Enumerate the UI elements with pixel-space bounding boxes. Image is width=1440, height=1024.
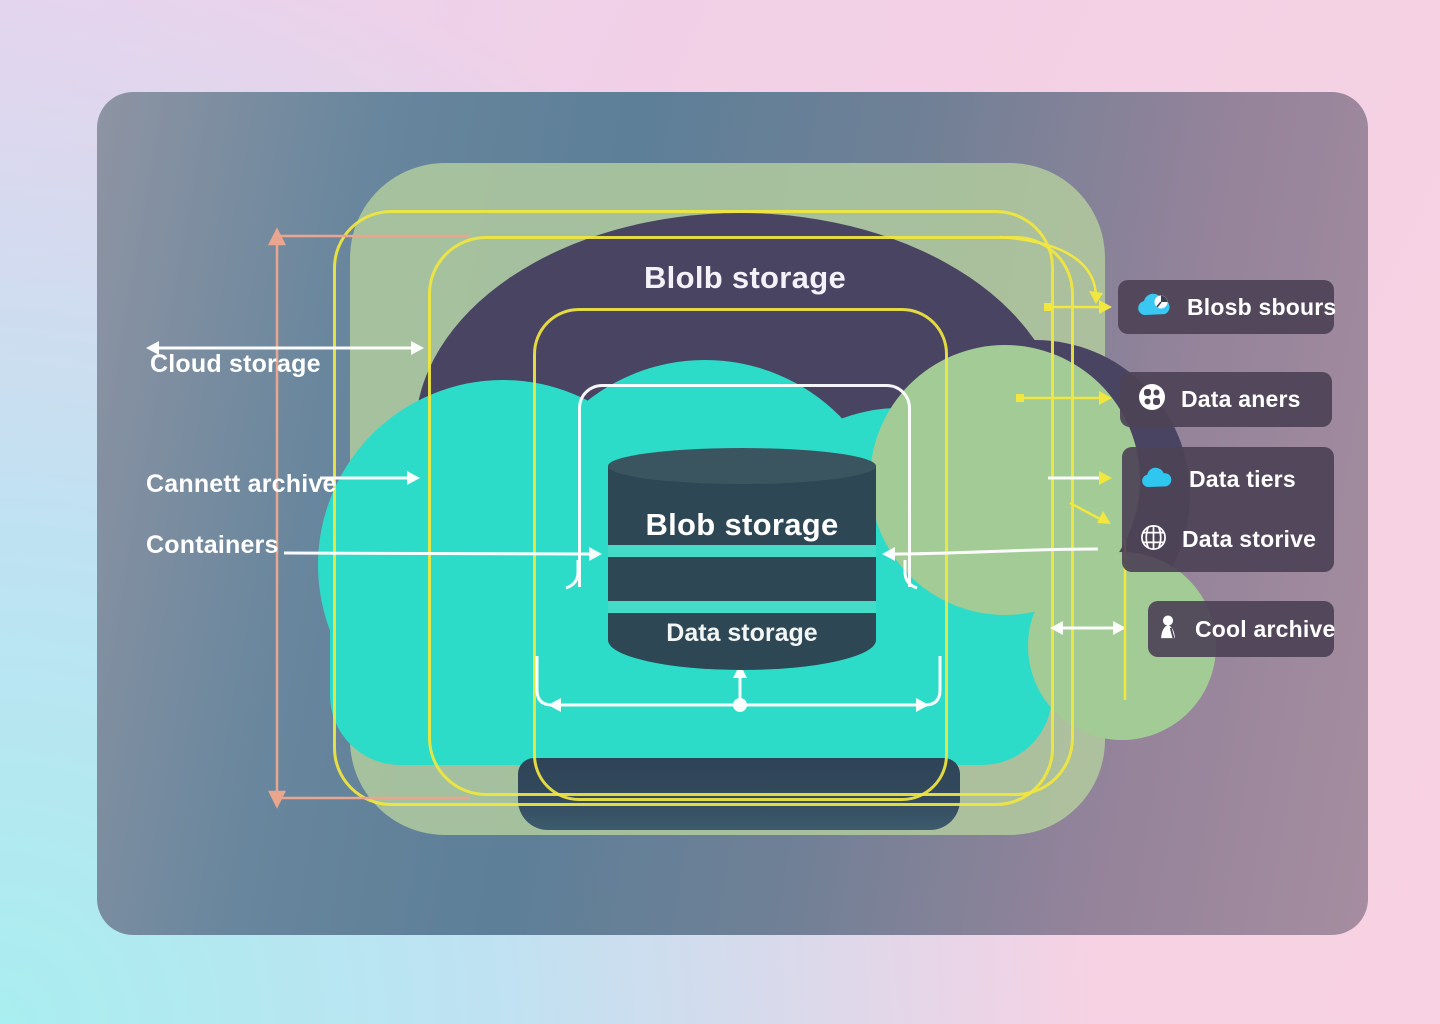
cylinder-stripe: [608, 545, 876, 557]
cylinder-bottom-label: Data storage: [666, 619, 818, 647]
label-cloud-storage: Cloud storage: [150, 350, 321, 378]
legend-item-blosb-sbours: Blosb sbours: [1118, 280, 1337, 334]
cylinder-middle-band: [608, 557, 876, 601]
legend-label: Cool archive: [1195, 615, 1336, 642]
legend-item-data-aners: Data aners: [1120, 372, 1332, 427]
diagram-title: Blolb storage: [644, 260, 846, 295]
legend-item-data-tiers-group: Data tiers Data storive: [1122, 447, 1334, 572]
yellow-frame-outer: [333, 210, 1054, 806]
storage-cylinder: Blob storage Data storage: [608, 448, 876, 670]
legend-item-cool-archive: Cool archive: [1148, 601, 1336, 657]
legend-label: Data tiers: [1189, 466, 1296, 492]
legend-label: Blosb sbours: [1187, 293, 1337, 320]
legend-label: Data aners: [1181, 386, 1301, 412]
cloud-icon: [1140, 466, 1174, 494]
globe-grid-icon: [1140, 524, 1167, 556]
cool-archive-icon: [1156, 613, 1180, 646]
cylinder-stripe: [608, 601, 876, 613]
circle-cluster-icon: [1138, 383, 1166, 416]
cylinder-outline-frame: [578, 384, 911, 587]
label-containers: Containers: [146, 531, 279, 559]
legend-label: Data storive: [1182, 526, 1317, 552]
cloud-pie-icon: [1136, 291, 1172, 324]
cylinder-bottom-band: Data storage: [608, 613, 876, 670]
cylinder-top-ellipse: [608, 448, 876, 484]
cylinder-top-label: Blob storage: [645, 507, 839, 542]
label-cannett-archive: Cannett archive: [146, 470, 337, 498]
